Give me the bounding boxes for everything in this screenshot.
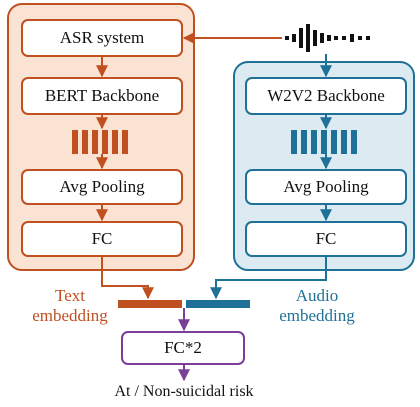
text-embedding-label: Text embedding bbox=[32, 286, 108, 325]
text-embedding-bar bbox=[118, 300, 182, 308]
text-fc-label: FC bbox=[91, 229, 113, 248]
output-label: At / Non-suicidal risk bbox=[114, 383, 254, 400]
audio-avg-pooling-label: Avg Pooling bbox=[283, 177, 369, 196]
audio-embedding-label: Audio embedding bbox=[279, 286, 355, 325]
text-feature-bars-icon bbox=[72, 130, 128, 154]
bert-backbone-label: BERT Backbone bbox=[44, 86, 160, 105]
audio-fc-to-embedding-arrow bbox=[210, 256, 327, 300]
text-avg-pooling-label: Avg Pooling bbox=[59, 177, 145, 196]
audio-fc-label: FC bbox=[315, 229, 337, 248]
waveform-icon bbox=[285, 24, 370, 52]
text-fc-to-embedding-arrow bbox=[101, 256, 154, 300]
fc2-label: FC*2 bbox=[164, 338, 202, 357]
asr-system-label: ASR system bbox=[59, 28, 145, 47]
w2v2-backbone-label: W2V2 Backbone bbox=[267, 86, 385, 105]
audio-feature-bars-icon bbox=[291, 130, 357, 154]
audio-embedding-bar bbox=[186, 300, 250, 308]
